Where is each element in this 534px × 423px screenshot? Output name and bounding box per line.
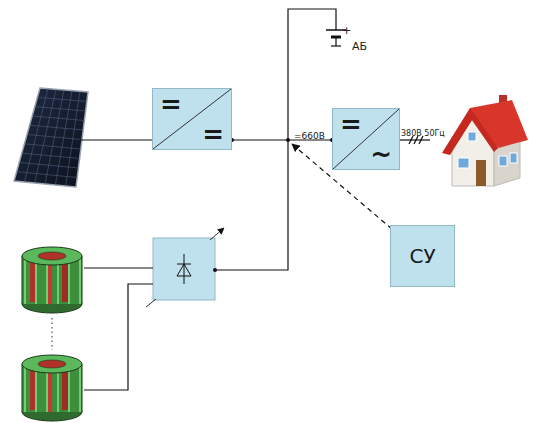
battery-label: АБ: [352, 35, 367, 54]
wire: [80, 139, 152, 140]
box-label: СУ: [409, 246, 435, 266]
rectifier-box: [146, 228, 224, 307]
symbol-text: =: [340, 111, 362, 137]
control-unit-box: СУ: [390, 225, 455, 287]
battery-label: АБ: [352, 40, 367, 53]
inverter-box: =~: [332, 108, 400, 170]
polarity-mark: +: [342, 24, 351, 37]
house-icon: [442, 95, 528, 186]
dc-dc-converter: ==: [152, 88, 232, 150]
solar-panel: [14, 88, 88, 187]
generator-wires: [84, 268, 153, 390]
ellipsis-dots: [51, 318, 52, 350]
grid-label: 380В 50Гц: [401, 129, 445, 138]
symbol-text: ~: [370, 141, 392, 167]
bus-voltage: =660В: [294, 131, 325, 141]
bus-voltage: =660В: [294, 124, 325, 143]
symbol-text: =: [202, 121, 224, 147]
symbol-text: =: [160, 91, 182, 117]
grid-label: 380В 50Гц: [401, 121, 445, 140]
polarity-mark: +: [342, 19, 351, 38]
